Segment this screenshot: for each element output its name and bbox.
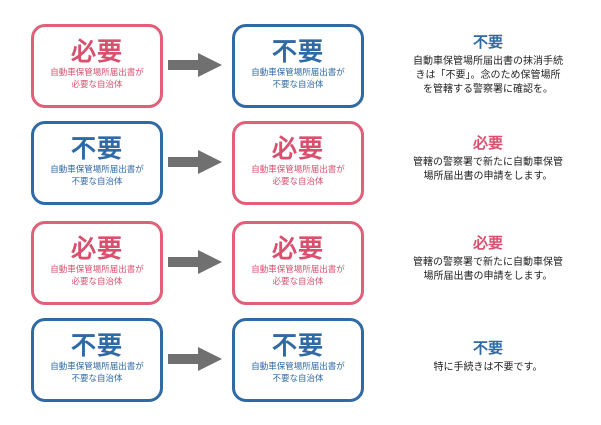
arrow-right-icon: [168, 347, 222, 371]
result-title: 必要: [472, 234, 503, 252]
result-title: 不要: [472, 33, 503, 51]
result-text-line: 場所届出書の申請をします。: [423, 271, 553, 282]
arrow-right-icon: [168, 150, 222, 174]
destination-line2: 不要な自治体: [272, 374, 324, 384]
flow-row-2: 不要 自動車保管場所届出書が 不要な自治体 必要 自動車保管場所届出書が 必要な…: [0, 121, 601, 205]
origin-line2: 必要な自治体: [71, 80, 123, 90]
origin-label: 必要: [70, 37, 123, 66]
origin-box: 不要 自動車保管場所届出書が 不要な自治体: [31, 121, 163, 205]
destination-label: 不要: [271, 331, 324, 360]
result-description: 不要 特に手続きは不要です。: [388, 338, 588, 375]
origin-box: 不要 自動車保管場所届出書が 不要な自治体: [31, 318, 163, 402]
flow-row-1: 必要 自動車保管場所届出書が 必要な自治体 不要 自動車保管場所届出書が 不要な…: [0, 24, 601, 108]
result-text-line: きは「不要」。念のため保管場所: [415, 70, 561, 81]
origin-label: 不要: [70, 134, 123, 163]
destination-label: 必要: [271, 234, 324, 263]
origin-label: 不要: [70, 331, 123, 360]
origin-box: 必要 自動車保管場所届出書が 必要な自治体: [31, 221, 163, 305]
destination-box: 必要 自動車保管場所届出書が 必要な自治体: [232, 221, 364, 305]
destination-line1: 自動車保管場所届出書が: [251, 165, 345, 175]
destination-box: 必要 自動車保管場所届出書が 必要な自治体: [232, 121, 364, 205]
destination-label: 不要: [271, 37, 324, 66]
result-text-line: を管轄する警察署に確認を。: [423, 84, 553, 95]
destination-line1: 自動車保管場所届出書が: [251, 68, 345, 78]
arrow-right-icon: [168, 53, 222, 77]
destination-line2: 必要な自治体: [272, 177, 324, 187]
destination-box: 不要 自動車保管場所届出書が 不要な自治体: [232, 318, 364, 402]
destination-box: 不要 自動車保管場所届出書が 不要な自治体: [232, 24, 364, 108]
origin-line1: 自動車保管場所届出書が: [50, 165, 144, 175]
origin-line1: 自動車保管場所届出書が: [50, 362, 144, 372]
origin-box: 必要 自動車保管場所届出書が 必要な自治体: [31, 24, 163, 108]
result-title: 必要: [472, 134, 503, 152]
result-description: 不要 自動車保管場所届出書の抹消手続 きは「不要」。念のため保管場所 を管轄する…: [388, 32, 588, 97]
result-text-line: 特に手続きは不要です。: [433, 362, 543, 373]
result-text-line: 管轄の警察署で新たに自動車保管: [413, 257, 563, 268]
origin-line1: 自動車保管場所届出書が: [50, 265, 144, 275]
origin-label: 必要: [70, 234, 123, 263]
result-text-line: 管轄の警察署で新たに自動車保管: [413, 157, 563, 168]
result-description: 必要 管轄の警察署で新たに自動車保管 場所届出書の申請をします。: [388, 133, 588, 184]
arrow-right-icon: [168, 250, 222, 274]
origin-line2: 不要な自治体: [71, 177, 123, 187]
result-description: 必要 管轄の警察署で新たに自動車保管 場所届出書の申請をします。: [388, 233, 588, 284]
result-title: 不要: [472, 339, 503, 357]
origin-line2: 不要な自治体: [71, 374, 123, 384]
flow-row-3: 必要 自動車保管場所届出書が 必要な自治体 必要 自動車保管場所届出書が 必要な…: [0, 221, 601, 305]
flow-row-4: 不要 自動車保管場所届出書が 不要な自治体 不要 自動車保管場所届出書が 不要な…: [0, 318, 601, 402]
result-text-line: 場所届出書の申請をします。: [423, 171, 553, 182]
destination-line2: 必要な自治体: [272, 277, 324, 287]
destination-line1: 自動車保管場所届出書が: [251, 362, 345, 372]
origin-line1: 自動車保管場所届出書が: [50, 68, 144, 78]
result-text-line: 自動車保管場所届出書の抹消手続: [413, 56, 563, 67]
destination-line1: 自動車保管場所届出書が: [251, 265, 345, 275]
destination-label: 必要: [271, 134, 324, 163]
origin-line2: 必要な自治体: [71, 277, 123, 287]
destination-line2: 不要な自治体: [272, 80, 324, 90]
